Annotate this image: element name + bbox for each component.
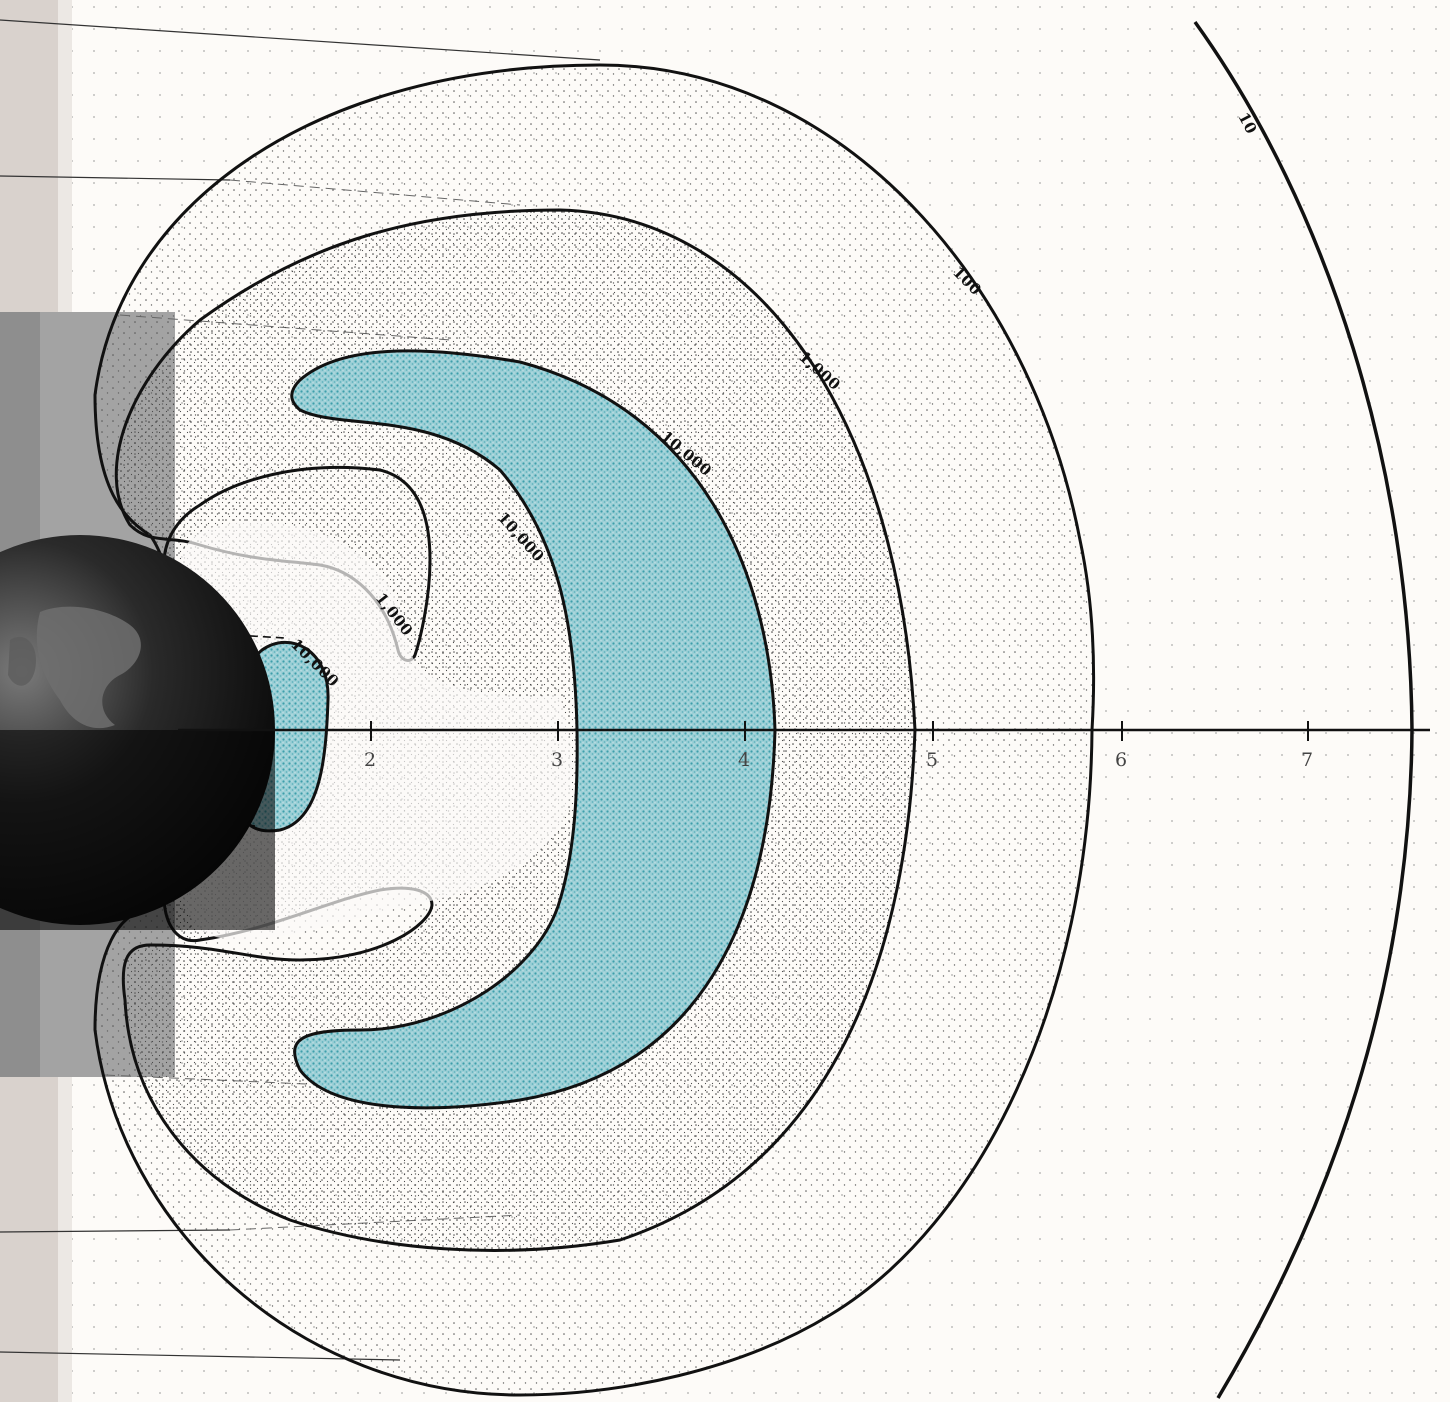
axis-tick-label-5: 5 xyxy=(926,749,938,771)
axis-tick-label-4: 4 xyxy=(738,749,750,771)
axis-tick-label-6: 6 xyxy=(1115,749,1127,771)
earth-night-side xyxy=(0,730,275,930)
axis-tick-label-7: 7 xyxy=(1301,749,1313,771)
axis-tick-label-2: 2 xyxy=(364,749,376,771)
axis-tick-label-3: 3 xyxy=(551,749,563,771)
